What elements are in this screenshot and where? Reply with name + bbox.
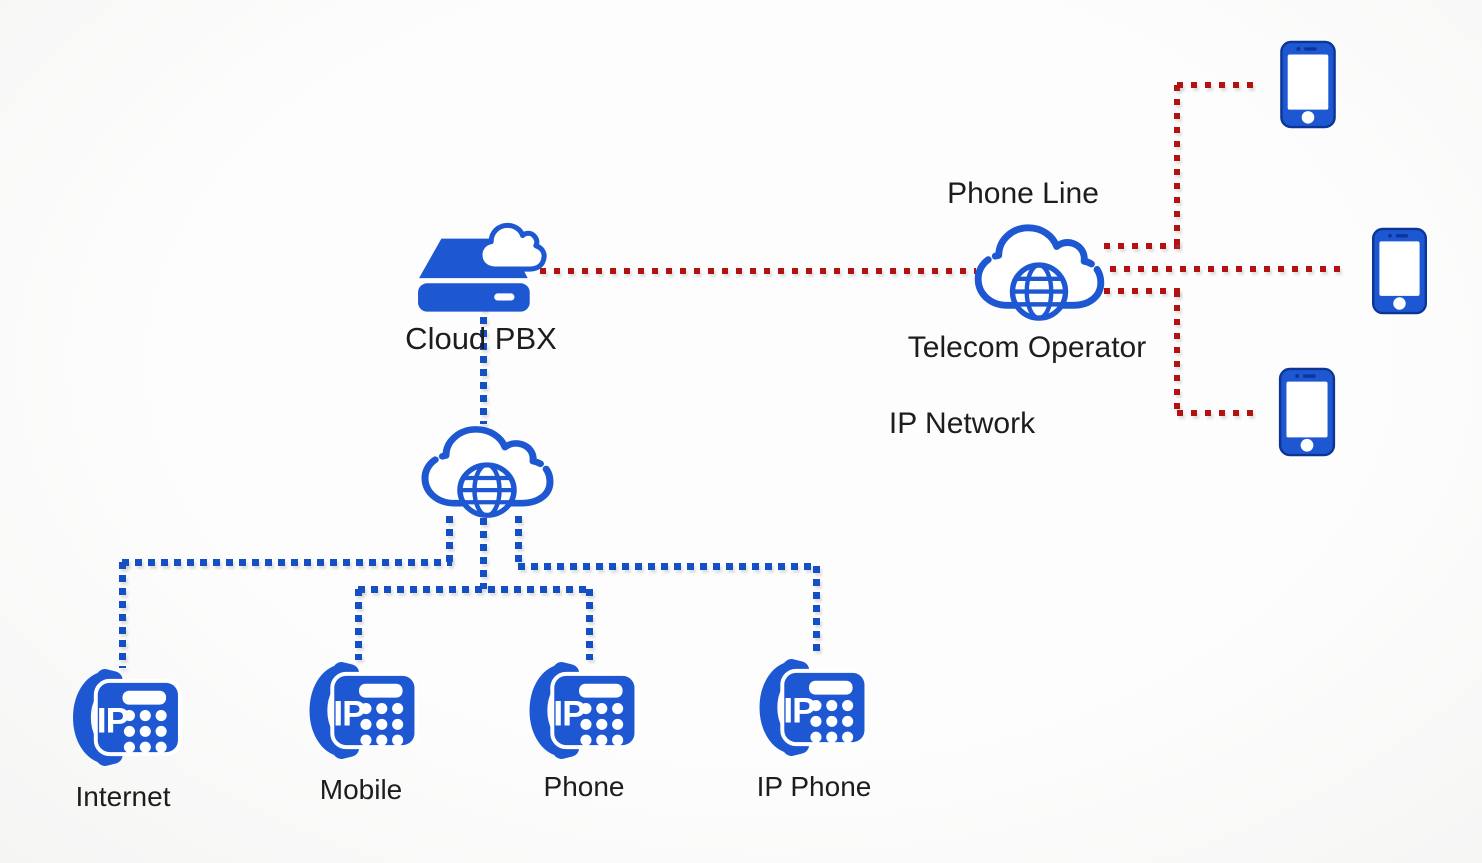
smartphone-bottom-icon	[1277, 367, 1337, 457]
red-link-down-riser	[1174, 291, 1180, 414]
ip-network-label: IP Network	[888, 407, 1036, 440]
endpoint-label-phone: Phone	[543, 771, 625, 802]
blue-stub-left	[446, 516, 453, 563]
ip-phone-mobile-icon	[302, 661, 420, 760]
endpoint-label-internet: Internet	[75, 781, 171, 812]
blue-drop-internet	[119, 562, 126, 668]
telecom-operator-cloud-globe-icon	[969, 219, 1109, 323]
phone-line-label: Phone Line	[947, 177, 1099, 210]
blue-bar-right	[518, 563, 817, 570]
endpoint-label-ip-phone: IP Phone	[756, 771, 872, 802]
telecom-operator-label: Telecom Operator	[907, 331, 1147, 364]
endpoint-label-mobile: Mobile	[319, 774, 403, 805]
blue-drop-ipphone	[813, 566, 820, 657]
red-link-to-bottom-phone	[1177, 410, 1257, 416]
internet-cloud-globe-icon	[417, 421, 557, 520]
blue-stub-center	[480, 518, 487, 589]
blue-link-pbx-to-cloud	[480, 304, 487, 424]
blue-bar-left	[122, 559, 452, 566]
smartphone-top-icon	[1279, 40, 1337, 129]
red-link-telecom-up-start	[1104, 243, 1180, 249]
smartphone-middle-icon	[1370, 227, 1429, 315]
ip-phone-phone-icon	[522, 661, 640, 760]
blue-drop-phone	[586, 589, 593, 660]
cloud-pbx-icon	[418, 222, 547, 312]
blue-stub-right	[515, 516, 522, 567]
red-link-telecom-down-start	[1104, 288, 1180, 294]
ip-phone-internet-icon	[66, 668, 183, 767]
blue-bar-center	[358, 586, 590, 593]
cloud-pbx-label: Cloud PBX	[405, 321, 557, 356]
red-link-to-top-phone	[1177, 82, 1257, 88]
red-link-pbx-to-telecom	[540, 268, 976, 274]
red-link-up-riser	[1174, 85, 1180, 248]
red-link-to-middle-phone	[1110, 266, 1348, 272]
blue-drop-mobile	[355, 589, 362, 660]
ip-phone-ipphone-icon	[752, 658, 870, 757]
